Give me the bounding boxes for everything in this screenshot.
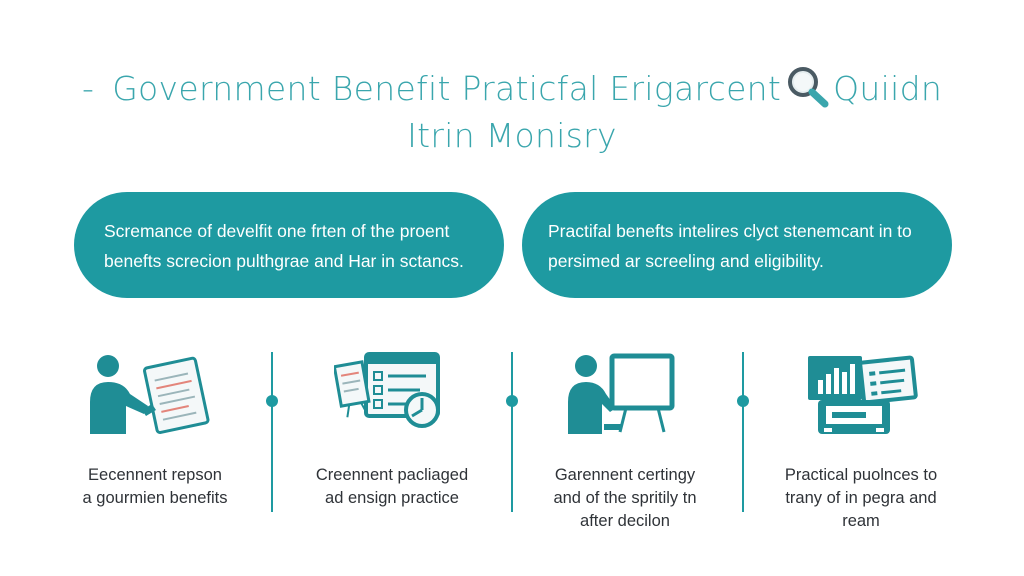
title-dash: - — [81, 69, 95, 108]
person-whiteboard-icon — [564, 352, 684, 441]
magnifier-icon — [785, 64, 831, 108]
step-2-line-1: Creennent pacliaged — [315, 466, 469, 484]
step-2-line-2: ad ensign practice — [325, 489, 459, 507]
pill-right-line-1: Practifal benefts intelires clyct stenem… — [548, 221, 912, 241]
step-caption-4: Practical puolnces to trany of in pegra … — [746, 464, 976, 533]
pill-right-line-2: persimed ar screeling and eligibility. — [548, 251, 824, 271]
step-caption-1: Eecennent repson a gourmien benefits — [40, 464, 270, 510]
step-4-line-2: trany of in pegra and — [785, 489, 937, 507]
dashboard-monitor-icon — [804, 350, 922, 441]
summary-pill-left: Scremance of develfit one frten of the p… — [74, 192, 504, 298]
title-line-1: -Government Benefit Praticfal Erigarcent… — [0, 64, 1024, 108]
divider-dot-3 — [737, 395, 749, 407]
divider-2 — [511, 352, 513, 512]
step-1-line-1: Eecennent repson — [88, 466, 222, 484]
pill-left-line-1: Scremance of develfit one frten of the p… — [104, 221, 450, 241]
pill-left-line-2: benefts screcion pulthgrae and Har in sc… — [104, 251, 464, 271]
divider-3 — [742, 352, 744, 512]
step-1-line-2: a gourmien benefits — [82, 489, 228, 507]
step-4-line-3: ream — [842, 512, 880, 530]
step-3-line-1: Garennent certingy — [554, 466, 696, 484]
divider-dot-2 — [506, 395, 518, 407]
step-caption-2: Creennent pacliaged ad ensign practice — [277, 464, 507, 510]
title-text-a: Government Benefit Praticfal Erigarcent — [112, 69, 782, 108]
step-4-line-1: Practical puolnces to — [784, 466, 938, 484]
step-caption-3: Garennent certingy and of the spritily t… — [510, 464, 740, 533]
person-document-icon — [86, 352, 216, 441]
divider-1 — [271, 352, 273, 512]
title-text-b: Quiidn — [833, 69, 943, 108]
summary-pill-right: Practifal benefts intelires clyct stenem… — [522, 192, 952, 298]
step-3-line-2: and of the spritily tn — [553, 489, 697, 507]
step-3-line-3: after decilon — [580, 512, 670, 530]
checklist-chart-icon — [332, 352, 444, 437]
divider-dot-1 — [266, 395, 278, 407]
title-line-2: Itrin Monisry — [407, 116, 617, 155]
